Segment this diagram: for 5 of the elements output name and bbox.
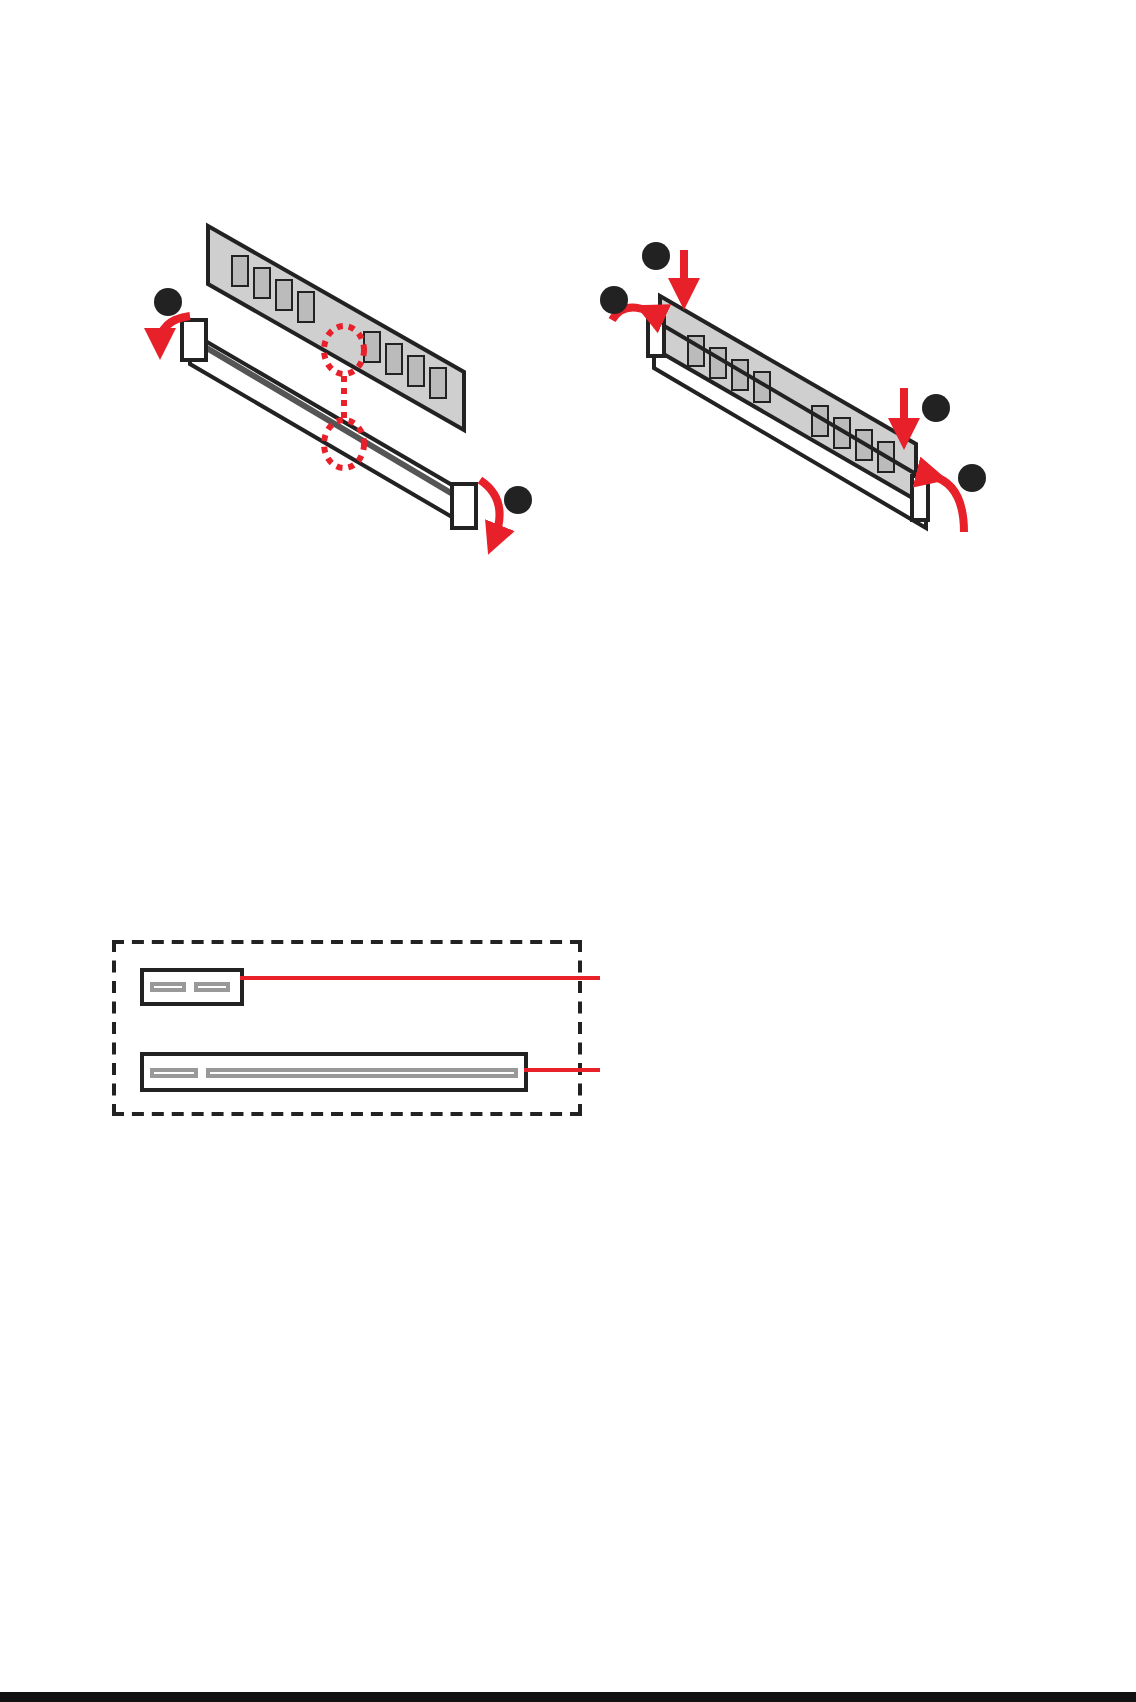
dashed-outline — [112, 940, 582, 1116]
leader-line — [240, 976, 600, 980]
leader-line — [524, 1068, 600, 1072]
long-slot — [140, 1052, 528, 1092]
short-slot — [140, 968, 244, 1006]
